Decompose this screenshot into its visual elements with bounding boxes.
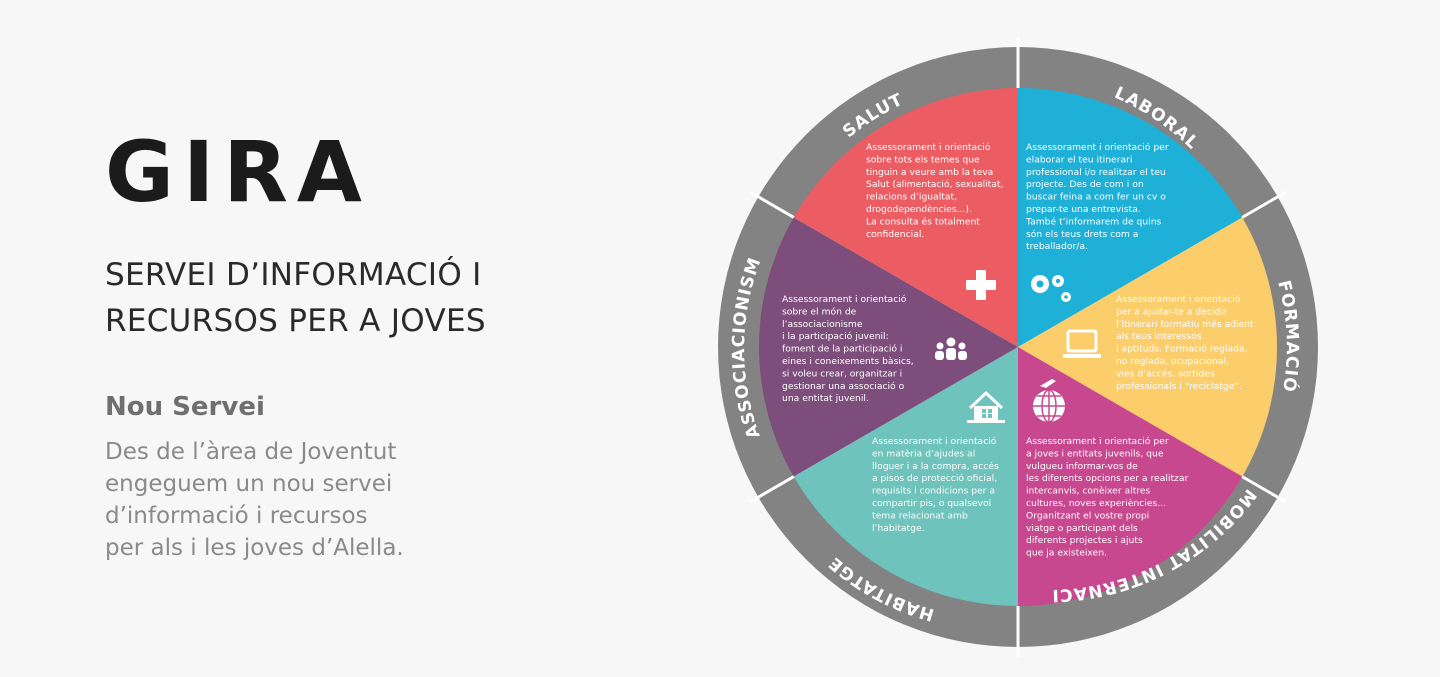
description-line: l’habitatge. [872,523,925,534]
description-line: l’itinerari formatiu més adient [1116,319,1254,330]
sector-formacio [1018,217,1277,477]
house-icon [967,391,1005,423]
description-line: sobre el món de [782,306,857,317]
gears-icon [1031,275,1071,302]
description-line: També t’informarem de quins [1025,216,1162,227]
sector-associacionisme [759,217,1018,477]
description-line: Salut (alimentació, sexualitat, [866,179,1004,190]
description-line: Assessorament i orientació [1116,294,1241,305]
group-people-icon [935,337,967,360]
description-line: en matèria d’ajudes al [872,448,975,459]
description-line: Assessorament i orientació [782,294,907,305]
description-line: d’informació i recursos [105,503,368,529]
new-service-description: Des de l’àrea de Joventut engeguem un no… [105,436,404,564]
globe-plane-icon [1033,379,1065,423]
description-line: prepar-te una entrevista. [1026,204,1141,215]
description-line: Des de l’àrea de Joventut [105,439,397,465]
sector-salut [793,88,1018,347]
description-line: vulgueu informar-vos de [1026,461,1138,472]
sector-habitatge [793,347,1018,606]
medical-cross-icon [966,270,996,300]
description-line: relacions d’igualtat, [866,192,957,203]
description-line: les diferents opcions per a realitzar [1026,473,1189,484]
description-line: lloguer i a la compra, accés [872,461,999,472]
description-line: no reglada, ocupacional, [1116,356,1229,367]
ring-divider [749,471,801,504]
description-line: que ja existeixen. [1026,548,1107,559]
description-line: i aptituds. Formació reglada, [1116,344,1248,355]
description-line: projecte. Des de com i on [1026,179,1144,190]
description-line: requisits i condicions per a [872,486,995,497]
description-line: diferents projectes i ajuts [1026,535,1143,546]
description-line: per a ajudar-te a decidir [1116,306,1227,317]
description-line: sobre tots els temes que [866,154,980,165]
ring-dividers [749,37,1287,657]
new-service-title: Nou Servei [105,392,265,422]
description-line: professionals i “reciclatge”. [1116,381,1242,392]
sector-mobilitat [1018,347,1243,606]
ring-divider [749,190,801,223]
description-line: tinguin a veure amb la teva [866,167,993,178]
description-line: engeguem un nou servei [105,471,393,497]
subtitle-line: RECURSOS PER A JOVES [105,303,486,339]
ring-divider [1235,190,1287,223]
description-line: gestionar una associació o [782,381,905,392]
description-line: Assessorament i orientació per [1026,436,1169,447]
description-line: Organitzant el vostre propi [1026,510,1149,521]
description-line: intercanvis, conèixer altres [1026,486,1151,497]
description-line: compartir pis, o qualsevol [872,498,991,509]
description-line: eines i coneixements bàsics, [782,356,914,367]
description-line: confidencial. [866,229,924,240]
description-line: són els teus drets com a [1026,229,1138,240]
ring-label-text: ASSOCIACIONISME [0,0,764,441]
description-line: si voleu crear, organitzar i [782,368,902,379]
description-line: a joves i entitats juvenils, que [1026,448,1164,459]
laptop-icon [1063,329,1101,358]
description-line: als teus interessos [1116,331,1202,342]
brand-title: GIRA [105,123,371,221]
description-line: l’associacionisme [782,319,863,330]
description-line: vies d’accés, sortides [1116,368,1215,379]
service-subtitle: SERVEI D’INFORMACIÓ I RECURSOS PER A JOV… [105,252,486,344]
description-line: foment de la participació i [782,344,902,355]
description-line: Assessorament i orientació [866,142,991,153]
description-line: a pisos de protecció oficial, [872,473,997,484]
description-line: per als i les joves d’Alella. [105,535,404,561]
description-line: tema relacionat amb [872,510,968,521]
description-line: buscar feina a com fer un cv o [1026,192,1166,203]
description-line: Assessorament i orientació [872,436,997,447]
description-line: i la participació juvenil: [782,331,889,342]
description-line: una entitat juvenil. [782,393,869,404]
description-line: drogodependències...). [866,204,972,215]
description-line: La consulta és totalment [866,216,980,227]
description-line: viatge o participant dels [1026,523,1138,534]
description-line: cultures, noves experiències... [1026,498,1166,509]
sector-laboral [1018,88,1243,347]
subtitle-line: SERVEI D’INFORMACIÓ I [105,257,482,293]
description-line: professional i/o realitzar el teu [1026,167,1166,178]
ring-label-associacionisme: ASSOCIACIONISME [0,0,765,441]
description-line: elaborar el teu itinerari [1026,154,1132,165]
description-line: Assessorament i orientació per [1026,142,1169,153]
description-line: treballador/a. [1026,241,1088,252]
ring-divider [1235,471,1287,504]
